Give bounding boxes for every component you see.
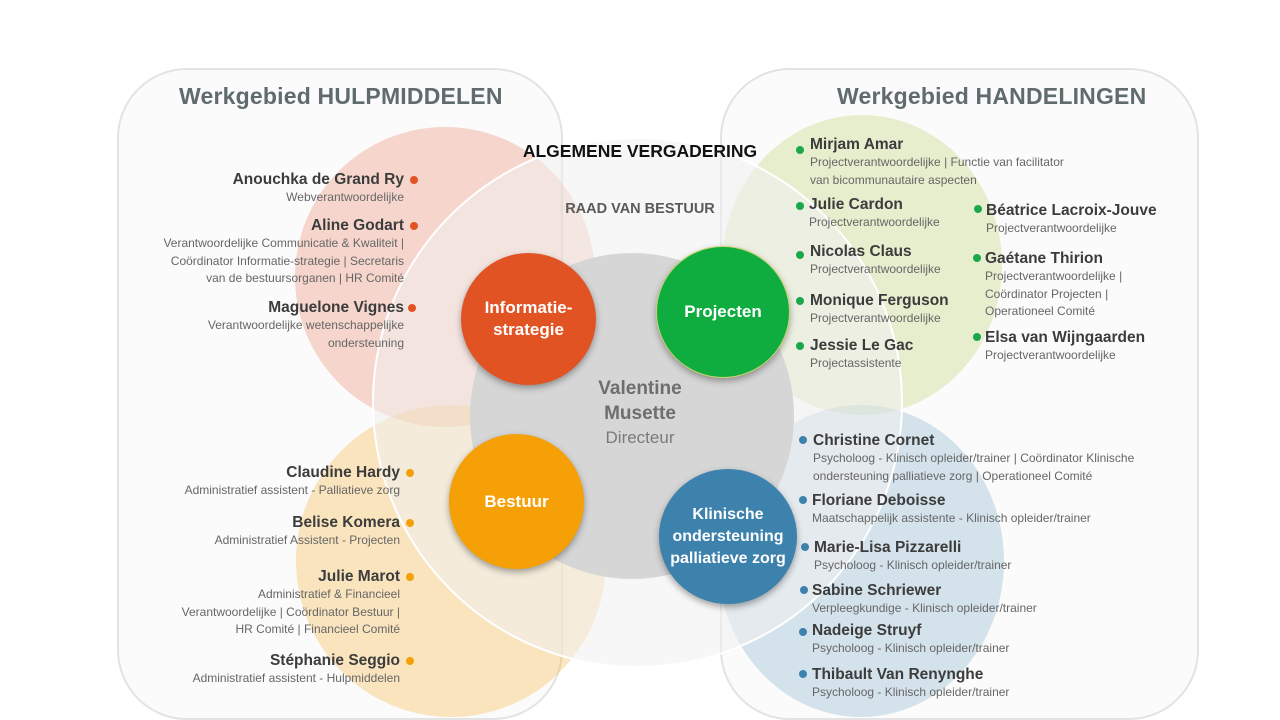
person-name: Floriane Deboisse bbox=[812, 492, 946, 509]
dot-marker bbox=[973, 254, 981, 262]
person-projecten-8: Elsa van Wijngaarden Projectverantwoorde… bbox=[985, 328, 1145, 365]
person-role: Psycholoog - Klinisch opleider/trainer |… bbox=[813, 451, 1135, 483]
person-role: Projectassistente bbox=[810, 356, 902, 370]
dot-marker bbox=[406, 519, 414, 527]
person-role: Projectverantwoordelijke | Coördinator P… bbox=[985, 269, 1123, 318]
person-role: Verantwoordelijke Communicatie & Kwalite… bbox=[163, 236, 404, 285]
dot-marker bbox=[796, 146, 804, 154]
dot-marker bbox=[799, 496, 807, 504]
person-bestuur-1: Claudine Hardy Administratief assistent … bbox=[185, 463, 400, 500]
dot-marker bbox=[800, 586, 808, 594]
person-projecten-2: Julie Cardon Projectverantwoordelijke bbox=[809, 195, 940, 232]
person-role: Psycholoog - Klinisch opleider/trainer bbox=[812, 641, 1010, 655]
assembly-circle bbox=[372, 137, 903, 668]
person-projecten-5: Jessie Le Gac Projectassistente bbox=[810, 336, 913, 373]
person-name: Jessie Le Gac bbox=[810, 337, 914, 354]
person-name: Elsa van Wijngaarden bbox=[985, 329, 1146, 346]
person-projecten-1: Mirjam Amar Projectverantwoordelijke | F… bbox=[810, 135, 1064, 189]
person-klinisch-2: Floriane Deboisse Maatschappelijk assist… bbox=[812, 491, 1091, 528]
person-klinisch-6: Thibault Van Renynghe Psycholoog - Klini… bbox=[812, 665, 1009, 702]
person-role: Projectverantwoordelijke bbox=[986, 221, 1117, 235]
hub-bestuur: Bestuur bbox=[449, 434, 584, 569]
dot-marker bbox=[796, 251, 804, 259]
dot-marker bbox=[799, 628, 807, 636]
person-role: Administratief Assistent - Projecten bbox=[214, 533, 400, 547]
person-klinisch-5: Nadeige Struyf Psycholoog - Klinisch opl… bbox=[812, 621, 1009, 658]
board-label: RAAD VAN BESTUUR bbox=[565, 201, 715, 217]
person-role: Administratief & Financieel Verantwoorde… bbox=[181, 587, 400, 636]
hub-projecten: Projecten bbox=[656, 246, 790, 378]
person-name: Aline Godart bbox=[310, 217, 404, 234]
person-role: Projectverantwoordelijke bbox=[810, 311, 941, 325]
person-projecten-4: Monique Ferguson Projectverantwoordelijk… bbox=[810, 291, 949, 328]
dot-marker bbox=[406, 573, 414, 581]
person-role: Verpleegkundige - Klinisch opleider/trai… bbox=[812, 601, 1037, 615]
person-name: Belise Komera bbox=[292, 514, 400, 531]
dot-marker bbox=[796, 202, 804, 210]
person-bestuur-3: Julie Marot Administratief & Financieel … bbox=[182, 567, 400, 639]
person-role: Administratief assistent - Hulpmiddelen bbox=[192, 671, 400, 685]
person-klinisch-3: Marie-Lisa Pizzarelli Psycholoog - Klini… bbox=[814, 538, 1011, 575]
hub-klinische-ondersteuning: Klinische ondersteuning palliatieve zorg bbox=[659, 469, 797, 604]
person-role: Projectverantwoordelijke bbox=[985, 348, 1116, 362]
dot-marker bbox=[799, 436, 807, 444]
person-name: Claudine Hardy bbox=[286, 464, 400, 481]
person-role: Projectverantwoordelijke bbox=[809, 215, 940, 229]
person-bestuur-4: Stéphanie Seggio Administratief assisten… bbox=[193, 651, 400, 688]
person-name: Sabine Schriewer bbox=[812, 582, 942, 599]
dot-marker bbox=[801, 543, 809, 551]
person-name: Marie-Lisa Pizzarelli bbox=[814, 539, 962, 556]
director-name-first: Valentine bbox=[598, 378, 682, 399]
person-informatie-1: Anouchka de Grand Ry Webverantwoordelijk… bbox=[233, 170, 404, 207]
person-name: Gaétane Thirion bbox=[985, 250, 1103, 267]
person-name: Stéphanie Seggio bbox=[269, 652, 400, 669]
person-projecten-3: Nicolas Claus Projectverantwoordelijke bbox=[810, 242, 941, 279]
person-role: Projectverantwoordelijke | Functie van f… bbox=[810, 155, 1064, 187]
person-role: Webverantwoordelijke bbox=[286, 190, 404, 204]
person-projecten-7: Gaétane Thirion Projectverantwoordelijke… bbox=[985, 249, 1122, 321]
dot-marker bbox=[410, 222, 418, 230]
dot-marker bbox=[796, 297, 804, 305]
dot-marker bbox=[406, 657, 414, 665]
person-name: Maguelone Vignes bbox=[268, 299, 404, 316]
person-bestuur-2: Belise Komera Administratief Assistent -… bbox=[215, 513, 400, 550]
person-role: Psycholoog - Klinisch opleider/trainer bbox=[814, 558, 1012, 572]
dot-marker bbox=[410, 176, 418, 184]
region-title-hulpmiddelen: Werkgebied HULPMIDDELEN bbox=[179, 83, 503, 109]
hub-informatie-strategie: Informatie-strategie bbox=[461, 253, 596, 385]
person-role: Projectverantwoordelijke bbox=[810, 262, 941, 276]
person-name: Béatrice Lacroix-Jouve bbox=[986, 202, 1157, 219]
person-name: Christine Cornet bbox=[813, 432, 935, 449]
region-title-handelingen: Werkgebied HANDELINGEN bbox=[837, 83, 1147, 109]
dot-marker bbox=[408, 304, 416, 312]
person-klinisch-4: Sabine Schriewer Verpleegkundige - Klini… bbox=[812, 581, 1037, 618]
person-role: Verantwoordelijke wetenschappelijke onde… bbox=[207, 318, 404, 350]
person-name: Thibault Van Renynghe bbox=[812, 666, 984, 683]
director-name-last: Musette bbox=[604, 403, 676, 424]
person-name: Nicolas Claus bbox=[810, 243, 912, 260]
person-role: Administratief assistent - Palliatieve z… bbox=[184, 483, 400, 497]
person-name: Julie Marot bbox=[318, 568, 400, 585]
person-name: Anouchka de Grand Ry bbox=[232, 171, 404, 188]
person-name: Monique Ferguson bbox=[810, 292, 949, 309]
dot-marker bbox=[406, 469, 414, 477]
person-name: Nadeige Struyf bbox=[812, 622, 922, 639]
dot-marker bbox=[973, 333, 981, 341]
director: Valentine Musette Directeur bbox=[560, 376, 720, 450]
dot-marker bbox=[796, 342, 804, 350]
assembly-label: ALGEMENE VERGADERING bbox=[522, 141, 758, 161]
dot-marker bbox=[974, 205, 982, 213]
person-role: Maatschappelijk assistente - Klinisch op… bbox=[812, 511, 1091, 525]
director-title: Directeur bbox=[605, 428, 675, 447]
person-informatie-3: Maguelone Vignes Verantwoordelijke weten… bbox=[208, 298, 404, 352]
person-informatie-2: Aline Godart Verantwoordelijke Communica… bbox=[163, 216, 404, 288]
dot-marker bbox=[799, 670, 807, 678]
person-name: Mirjam Amar bbox=[810, 136, 904, 153]
person-klinisch-1: Christine Cornet Psycholoog - Klinisch o… bbox=[813, 431, 1134, 485]
person-role: Psycholoog - Klinisch opleider/trainer bbox=[812, 685, 1010, 699]
person-name: Julie Cardon bbox=[809, 196, 903, 213]
person-projecten-6: Béatrice Lacroix-Jouve Projectverantwoor… bbox=[986, 201, 1157, 238]
